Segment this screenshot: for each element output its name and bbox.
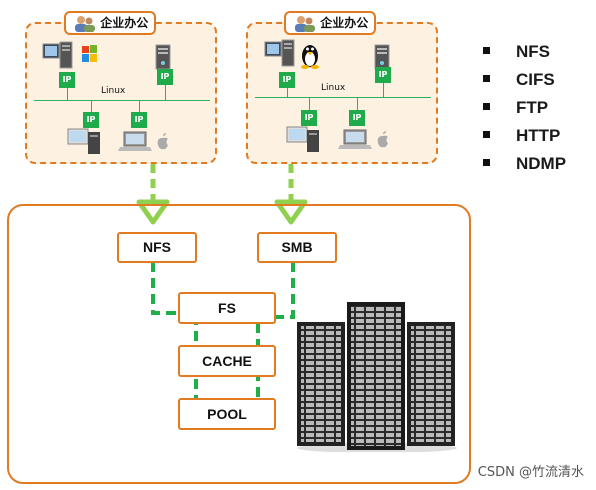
lan-link bbox=[357, 97, 358, 110]
users-icon bbox=[294, 15, 316, 33]
cache-node: CACHE bbox=[178, 345, 276, 377]
lan-label: Linux bbox=[101, 86, 126, 96]
nfs-to-pool-path bbox=[151, 262, 198, 405]
protocol-item: NDMP bbox=[483, 150, 566, 178]
lan-line bbox=[255, 97, 431, 98]
protocol-item: FTP bbox=[483, 94, 566, 122]
bullet-icon bbox=[483, 75, 490, 83]
lan-link bbox=[139, 100, 140, 112]
fs-node: FS bbox=[178, 292, 276, 324]
lan-line bbox=[34, 100, 210, 101]
windows-server-icon bbox=[42, 41, 97, 69]
nfs-node: NFS bbox=[117, 232, 197, 263]
bullet-icon bbox=[483, 47, 490, 55]
desktop-pc-icon bbox=[286, 126, 319, 152]
lan-link bbox=[383, 83, 384, 97]
ip-badge: IP bbox=[349, 110, 365, 126]
users-icon bbox=[74, 15, 96, 33]
ip-badge: IP bbox=[375, 67, 391, 83]
protocol-item: HTTP bbox=[483, 122, 566, 150]
protocol-item: CIFS bbox=[483, 66, 566, 94]
server-rack-icon bbox=[297, 302, 457, 452]
office-title-right: 企业办公 bbox=[284, 11, 377, 35]
ip-badge: IP bbox=[301, 110, 317, 126]
ip-badge: IP bbox=[131, 112, 147, 128]
storage-system-box bbox=[7, 204, 471, 484]
protocol-item: NFS bbox=[483, 38, 566, 66]
ip-badge: IP bbox=[83, 112, 99, 128]
office-title-label: 企业办公 bbox=[320, 16, 369, 30]
lan-link bbox=[91, 100, 92, 112]
office-title-label: 企业办公 bbox=[100, 16, 149, 30]
linux-server-icon bbox=[264, 39, 319, 69]
lan-link bbox=[67, 88, 68, 100]
desktop-pc-icon bbox=[67, 128, 100, 154]
bullet-icon bbox=[483, 103, 490, 111]
lan-link bbox=[165, 85, 166, 100]
laptop-apple-icon bbox=[118, 131, 168, 151]
ip-badge: IP bbox=[157, 69, 173, 85]
lan-link bbox=[309, 97, 310, 110]
lan-link bbox=[287, 88, 288, 97]
smb-node: SMB bbox=[257, 232, 337, 263]
protocol-list: NFS CIFS FTP HTTP NDMP bbox=[483, 38, 566, 178]
arrow-head-left bbox=[136, 199, 170, 225]
pool-node: POOL bbox=[178, 398, 276, 430]
watermark: CSDN @竹流清水 bbox=[477, 465, 584, 480]
bullet-icon bbox=[483, 131, 490, 139]
arrow-head-right bbox=[274, 199, 308, 225]
ip-badge: IP bbox=[279, 72, 295, 88]
ip-badge: IP bbox=[59, 72, 75, 88]
laptop-apple-icon bbox=[338, 129, 388, 149]
lan-label: Linux bbox=[321, 83, 346, 93]
bullet-icon bbox=[483, 159, 490, 167]
office-title-left: 企业办公 bbox=[64, 11, 157, 35]
